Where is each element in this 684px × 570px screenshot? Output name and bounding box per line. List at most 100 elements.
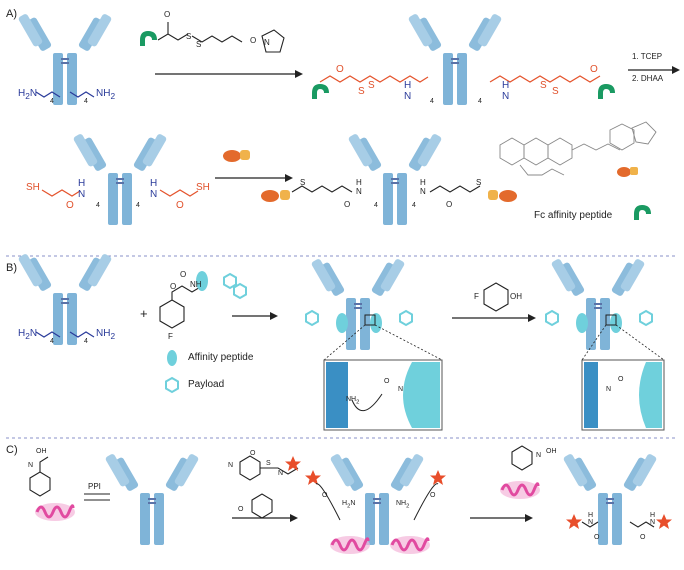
zoom-panel-b2-arrow xyxy=(351,393,383,411)
carbamate-o2: O xyxy=(180,270,187,279)
oxime-chain xyxy=(39,456,49,472)
amine-label-a1-right: NH2 xyxy=(96,88,115,101)
zoom-b2-o: O xyxy=(384,378,390,385)
payload-bound-hex-right xyxy=(399,310,413,326)
helix-c2-left xyxy=(328,534,372,556)
repeat-label-a1-right: 4 xyxy=(84,98,88,105)
carbamate-nh: NH xyxy=(190,280,202,289)
reaction-arrowhead-a2 xyxy=(672,66,680,74)
h-text: H xyxy=(404,80,412,91)
helix-ppi xyxy=(33,501,77,523)
n-text: N xyxy=(502,91,510,102)
repeat-label-a4-left: 4 xyxy=(374,202,378,209)
n-text: N xyxy=(29,328,38,339)
payload-conjugate-right xyxy=(499,190,517,202)
step-2-label: 2. DHAA xyxy=(632,74,664,83)
zoom-box-b2 xyxy=(364,314,376,326)
legend-payload-icon xyxy=(617,167,631,177)
c2-o-left: O xyxy=(322,492,328,499)
dss-linker-structure xyxy=(157,33,243,43)
section-label-c: C) xyxy=(6,444,18,456)
c3-o-right: O xyxy=(640,534,646,541)
subscript-2: 2 xyxy=(25,91,30,101)
conj-s-right: S xyxy=(476,178,482,187)
helix-c2-right xyxy=(388,534,432,556)
payload-structure-image xyxy=(499,121,657,176)
n-text: N xyxy=(650,519,656,526)
phenol-f: F xyxy=(474,292,479,301)
payload-drug-left xyxy=(280,190,290,200)
legend-affinity-peptide-icon xyxy=(167,350,177,366)
zoom-line-b2-b xyxy=(374,324,443,361)
reagent-c-s: S xyxy=(266,460,271,467)
c2-nh2-right: NH2 xyxy=(396,500,409,509)
fluoro-f: F xyxy=(168,332,173,341)
n-text: N xyxy=(588,519,594,526)
urea-linker-right xyxy=(629,521,655,528)
fc-peptide-legend-label: Fc affinity peptide xyxy=(534,210,613,221)
linker-a2-s-left2: S xyxy=(368,80,375,91)
nh-text: NH xyxy=(396,500,407,507)
zoom-b2-n: N xyxy=(398,386,404,393)
zoom-panel-b3-antibody xyxy=(584,362,598,428)
n-text: N xyxy=(78,189,86,200)
thiol-o-right: O xyxy=(176,200,184,211)
h-text: H xyxy=(420,178,426,187)
antibody-a2 xyxy=(406,12,504,106)
zoom-panel-b2-peptide xyxy=(403,362,440,428)
n-text: N xyxy=(150,189,158,200)
zoom-b2-nh2: NH2 xyxy=(346,396,359,405)
h-text: H xyxy=(650,512,656,519)
star-payload-reagent xyxy=(285,456,301,471)
zoom-b3-o: O xyxy=(618,376,624,383)
nh-text: NH xyxy=(96,328,111,339)
reagent-c-n2: N xyxy=(278,470,284,477)
thiol-label-right: SH xyxy=(196,182,210,193)
zoom-panel-b2-antibody xyxy=(326,362,348,428)
payload-reagent-icon xyxy=(223,150,241,162)
affinity-peptide-reagent xyxy=(196,271,208,291)
fc-peptide-legend-icon xyxy=(634,205,651,220)
linker-a2-s-right: S xyxy=(540,80,547,91)
carbamate-linker xyxy=(171,285,203,300)
star-c2-right xyxy=(430,470,446,485)
n-text: N xyxy=(350,500,356,507)
h-text: H xyxy=(342,500,348,507)
antibody-b2 xyxy=(309,257,407,351)
thiol-linker-left xyxy=(41,189,81,197)
urea-linker-left xyxy=(581,521,599,528)
n-text: N xyxy=(404,91,412,102)
pyridinium-released xyxy=(511,445,533,471)
repeat-label-a2-right: 4 xyxy=(478,98,482,105)
repeat-label-a4-right: 4 xyxy=(412,202,416,209)
fluorophenyl-ring xyxy=(159,299,185,329)
nitrobenzyl-ring xyxy=(251,493,273,519)
zoom-panel-b3-peptide xyxy=(639,362,662,428)
conj-o-right: O xyxy=(446,200,453,209)
linker-a2-o-right: O xyxy=(590,64,598,75)
reagent-s2: S xyxy=(196,40,202,49)
reagent-n-nhs: N xyxy=(264,38,270,47)
section-label-b: B) xyxy=(6,262,17,274)
helix-released xyxy=(498,479,542,501)
star-c2-left xyxy=(305,470,321,485)
subscript-2: 2 xyxy=(25,331,30,341)
payload-drug-right xyxy=(488,190,498,200)
thiol-linker-right xyxy=(159,189,199,197)
repeat-label-b1-left: 4 xyxy=(50,338,54,345)
sulfonamide-linker xyxy=(260,467,299,475)
fc-peptide-icon-left xyxy=(312,84,329,99)
oxime-oh-c1: OH xyxy=(36,448,47,455)
c3-o-left: O xyxy=(594,534,600,541)
payload-final-hex-left xyxy=(545,310,559,326)
star-final-right xyxy=(656,514,672,529)
fluorophenol-ring xyxy=(483,282,509,312)
fc-peptide-icon-right xyxy=(598,84,615,99)
reaction-arrowhead-a1 xyxy=(295,70,303,78)
repeat-label-a3-left: 4 xyxy=(96,202,100,209)
